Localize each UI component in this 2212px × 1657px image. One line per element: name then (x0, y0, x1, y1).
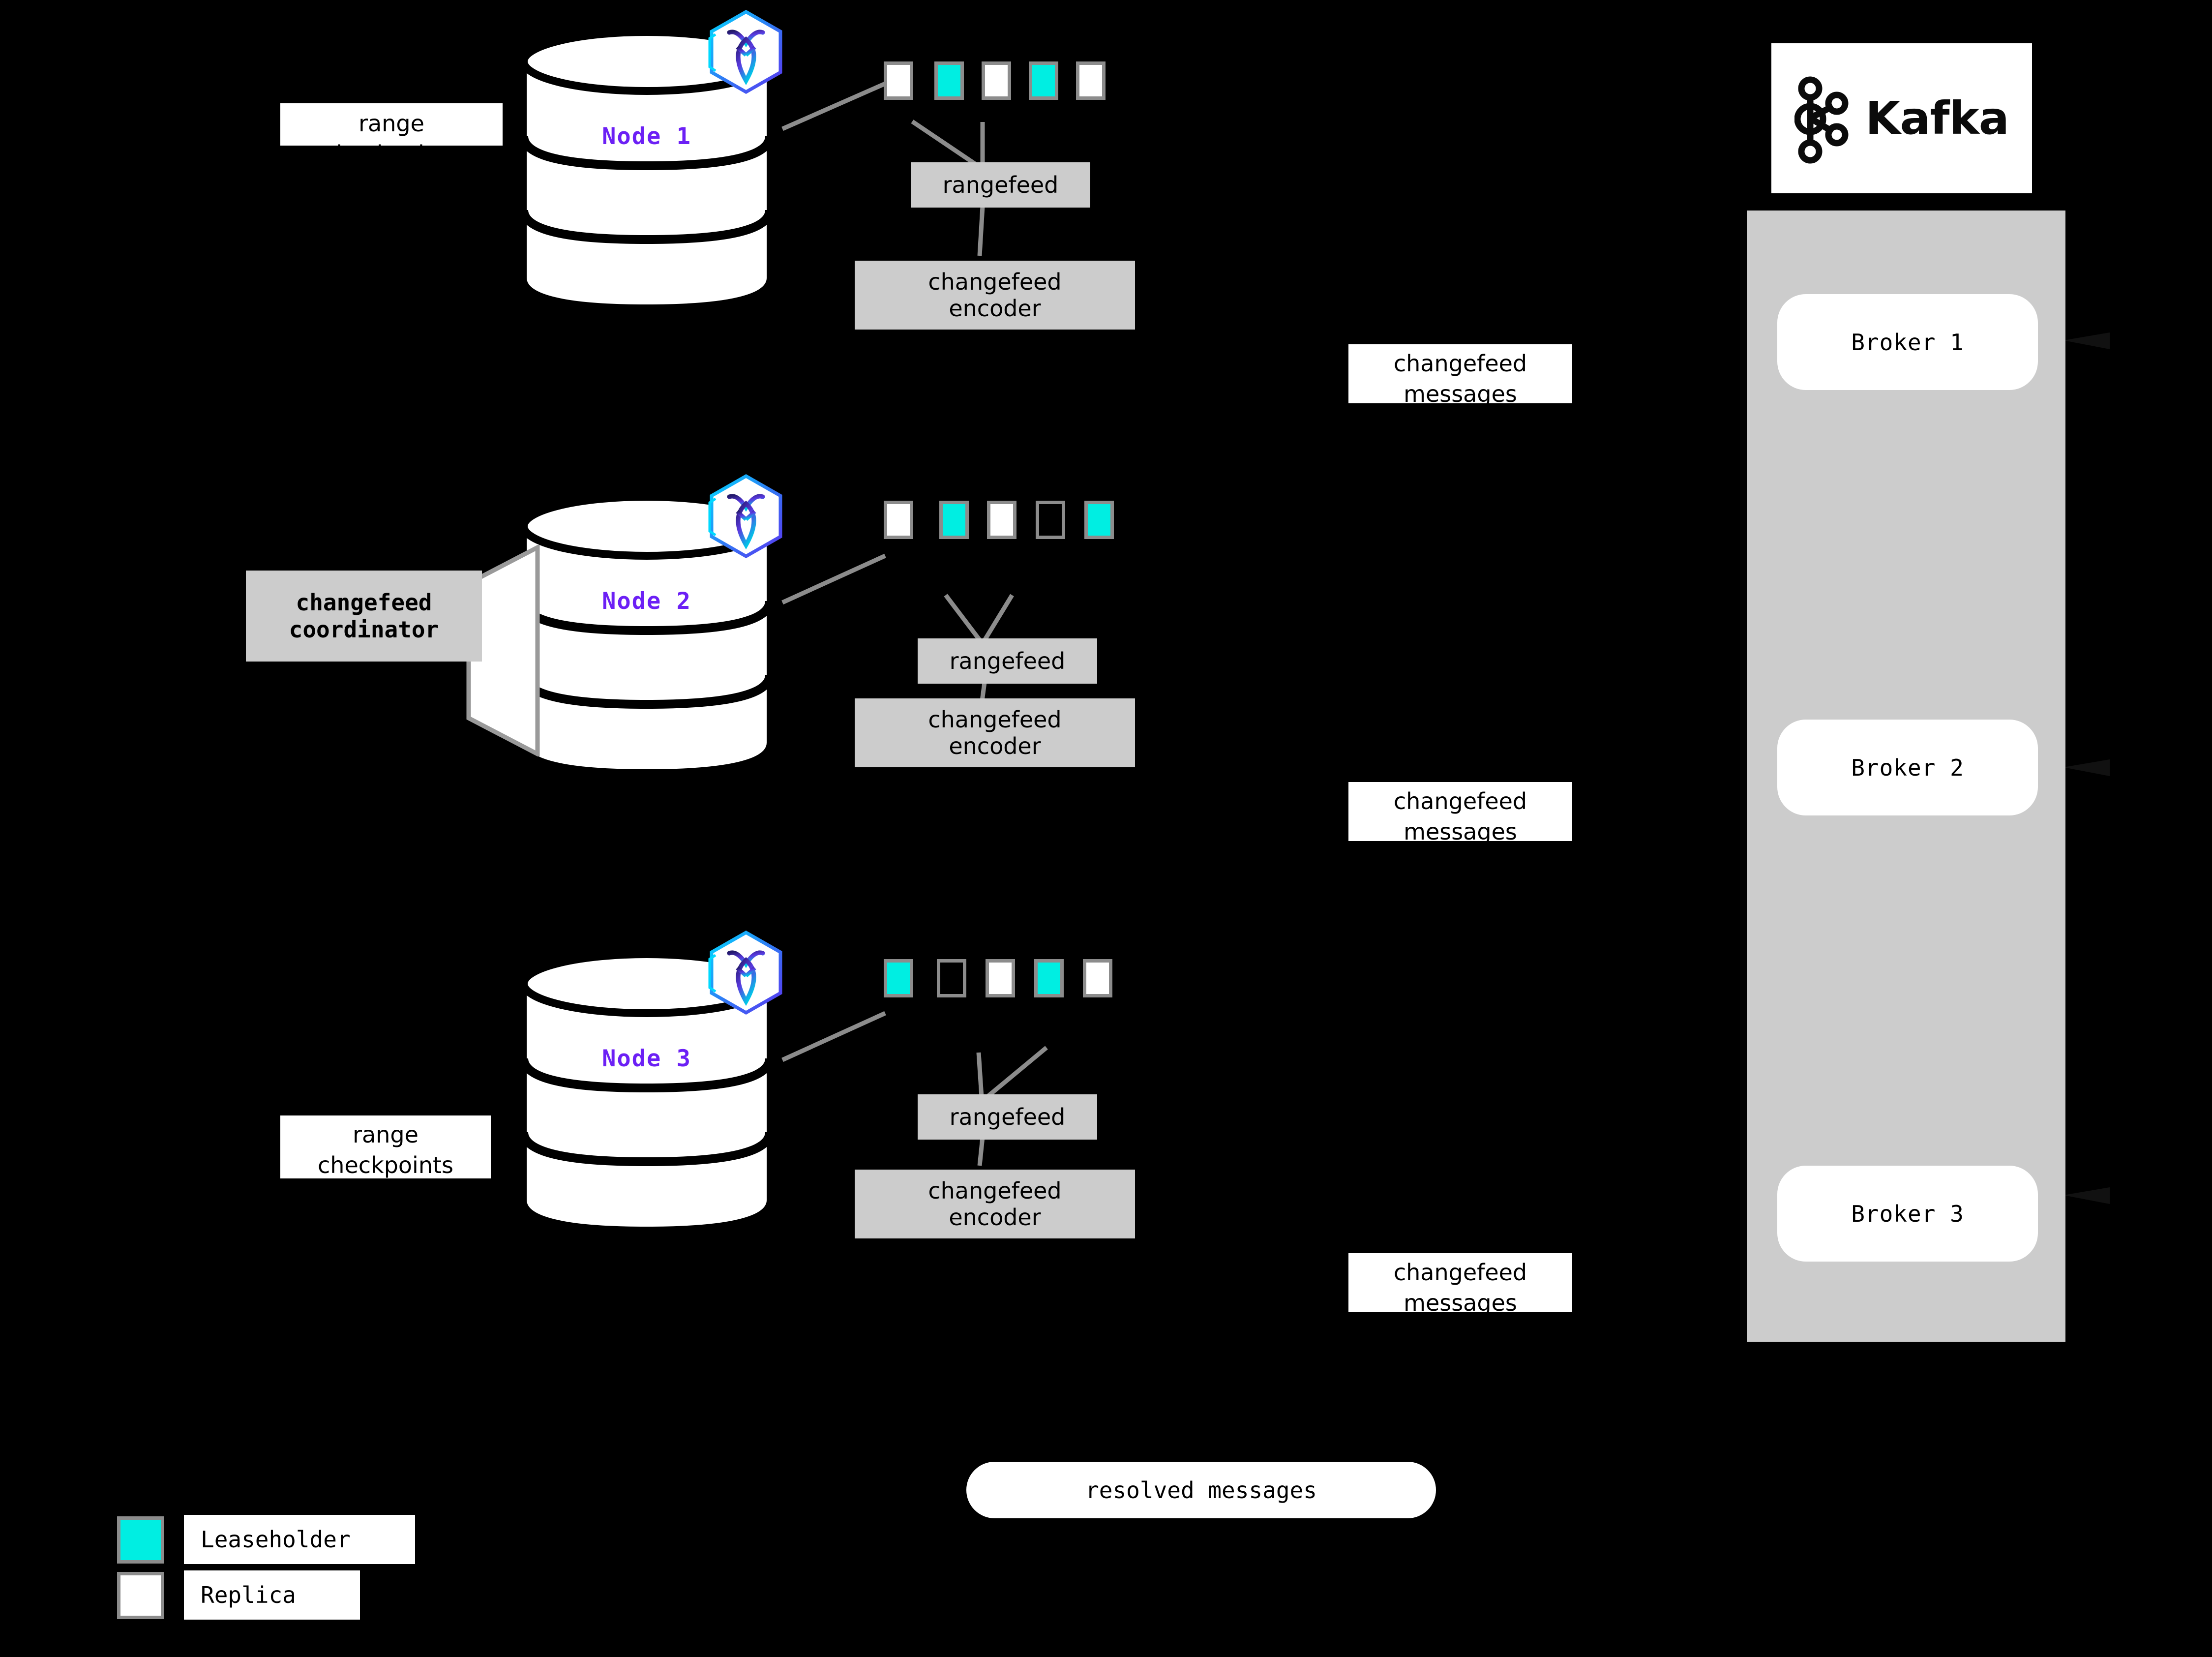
node-1-range-3[interactable] (982, 61, 1011, 100)
node-1-range-2[interactable] (934, 61, 964, 100)
node-3-changefeed-messages-label: changefeed messages (1348, 1253, 1572, 1316)
kafka-wordmark: Kafka (1865, 92, 2009, 145)
resolved-messages-label: resolved messages (1085, 1476, 1317, 1504)
node-2-changefeed-messages-label: changefeed messages (1348, 782, 1572, 845)
broker-1-label: Broker 1 (1851, 329, 1964, 356)
node-1-encoder-line-1: changefeed (928, 268, 1062, 295)
cockroachdb-logo-icon (707, 9, 785, 95)
node-3-range-1[interactable] (884, 959, 913, 997)
legend-swatch-replica (117, 1572, 164, 1619)
node-3-range-2[interactable] (937, 959, 966, 997)
kafka-inbound-arrowheads (2063, 332, 2110, 1204)
coordinator-line-2: coordinator (289, 616, 439, 643)
coordinator-line-1: changefeed (296, 589, 432, 616)
broker-2-box[interactable]: Broker 2 (1777, 720, 2038, 815)
legend-leaseholder-text: Leaseholder (201, 1526, 351, 1553)
node-2-range-5[interactable] (1084, 501, 1114, 539)
kafka-logo-header: Kafka (1771, 43, 2032, 193)
legend-label-replica: Replica (184, 1570, 360, 1620)
changefeed-coordinator-box[interactable]: changefeed coordinator (246, 571, 482, 662)
node-3-encoder-line-1: changefeed (928, 1177, 1062, 1204)
node-2-range-3[interactable] (987, 501, 1016, 539)
cockroachdb-logo-icon (707, 473, 785, 559)
node-1-encoder-line-2: encoder (949, 295, 1041, 322)
node-3-rangefeed-box[interactable]: rangefeed (918, 1094, 1097, 1140)
kafka-logo-icon (1794, 73, 1853, 164)
checkpoints-line-2: checkpoints (318, 1152, 453, 1179)
node-2-changefeed-encoder-box[interactable]: changefeed encoder (855, 698, 1135, 767)
legend-swatch-leaseholder (117, 1516, 164, 1564)
node-2-rangefeed-label: rangefeed (949, 647, 1066, 674)
broker-3-label: Broker 3 (1851, 1200, 1964, 1227)
node-2-rangefeed-box[interactable]: rangefeed (918, 638, 1097, 684)
legend-replica-text: Replica (201, 1582, 296, 1608)
node-1-rangefeed-label: rangefeed (942, 171, 1059, 198)
node-3-range-3[interactable] (986, 959, 1015, 997)
messages-line-1: changefeed (1393, 350, 1527, 377)
node-3-rangefeed-label: rangefeed (949, 1103, 1066, 1130)
node-1-range-4[interactable] (1029, 61, 1058, 100)
node-1-range-5[interactable] (1076, 61, 1106, 100)
checkpoints-line-1: range (359, 110, 424, 137)
node-2-range-1[interactable] (884, 501, 913, 539)
resolved-messages-pill[interactable]: resolved messages (966, 1462, 1436, 1518)
node-1-range-1[interactable] (884, 61, 913, 100)
cockroachdb-logo-icon (707, 930, 785, 1016)
node-1-changefeed-encoder-box[interactable]: changefeed encoder (855, 261, 1135, 330)
node-1-rangefeed-box[interactable]: rangefeed (911, 162, 1090, 208)
messages-line-1: changefeed (1393, 788, 1527, 814)
node-3-range-4[interactable] (1034, 959, 1064, 997)
node-3-encoder-line-2: encoder (949, 1204, 1041, 1231)
messages-line-1: changefeed (1393, 1259, 1527, 1286)
node-3-changefeed-encoder-box[interactable]: changefeed encoder (855, 1170, 1135, 1238)
node-1-changefeed-messages-label: changefeed messages (1348, 344, 1572, 407)
broker-3-box[interactable]: Broker 3 (1777, 1166, 2038, 1262)
node-2-range-4[interactable] (1036, 501, 1065, 539)
checkpoints-line-2: checkpoints (324, 141, 459, 168)
node-2-encoder-line-2: encoder (949, 733, 1041, 759)
legend-label-leaseholder: Leaseholder (184, 1515, 415, 1564)
node-3-cylinder: Node 3 (519, 949, 775, 1235)
node-3-range-5[interactable] (1083, 959, 1112, 997)
messages-line-2: messages (1404, 381, 1517, 408)
node-3-range-checkpoints-label: range checkpoints (280, 1115, 491, 1178)
node-2-encoder-line-1: changefeed (928, 706, 1062, 733)
messages-line-2: messages (1404, 1290, 1517, 1317)
node-1-range-checkpoints-label: range checkpoints (280, 103, 503, 167)
coordinator-arrow-shape (466, 545, 540, 756)
broker-1-box[interactable]: Broker 1 (1777, 294, 2038, 390)
checkpoints-line-1: range (353, 1121, 418, 1148)
messages-line-2: messages (1404, 818, 1517, 845)
node-2-range-2[interactable] (939, 501, 969, 539)
broker-2-label: Broker 2 (1851, 754, 1964, 781)
